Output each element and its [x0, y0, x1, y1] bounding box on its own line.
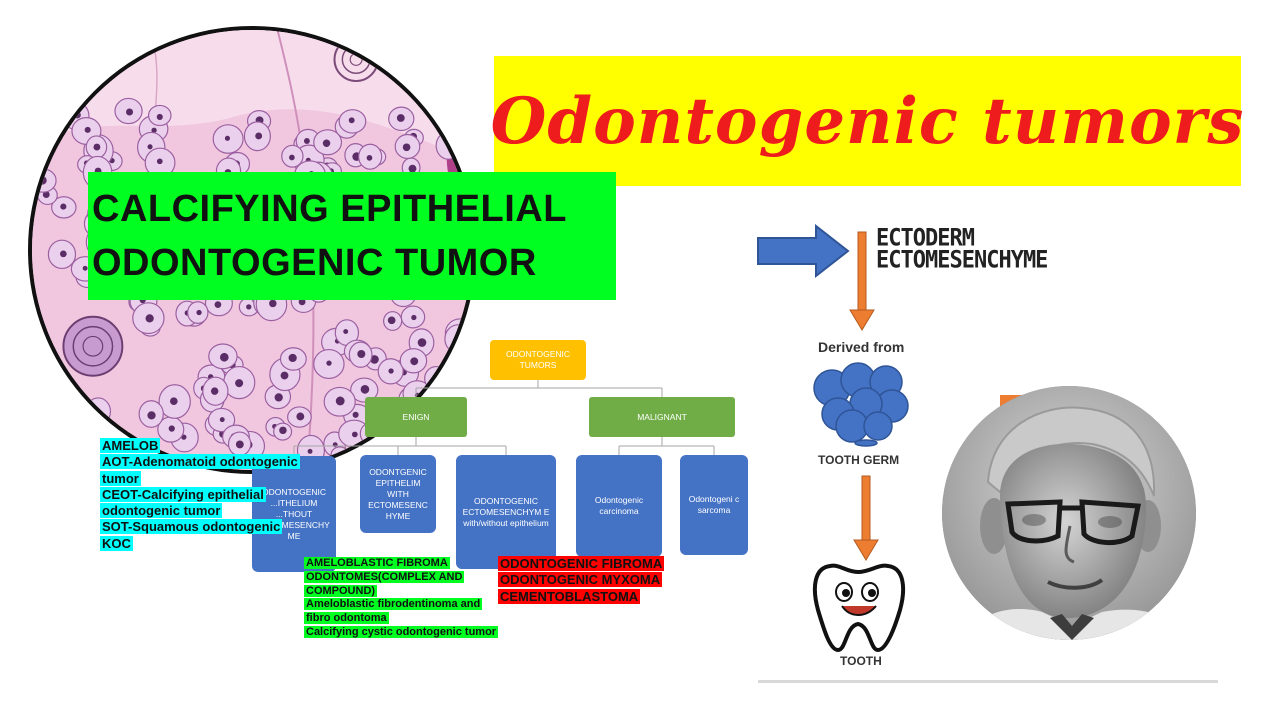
panel-divider — [758, 680, 1218, 683]
chart-node-root: ODONTOGENIC TUMORS — [490, 340, 586, 380]
ectomesenchyme-label: ECTOMESENCHYME — [876, 246, 1048, 275]
tumor-heading-line-2: ODONTOGENIC TUMOR — [92, 242, 537, 284]
tumor-heading-box: CALCIFYING EPITHELIAL ODONTOGENIC TUMOR — [88, 172, 616, 300]
down-arrow-icon — [853, 475, 879, 561]
portrait-image — [942, 386, 1196, 640]
tooth-germ-label: TOOTH GERM — [818, 453, 900, 467]
page-title: Odontogenic tumors — [490, 83, 1245, 159]
list-item: ODONTOGENIC MYXOMA — [498, 572, 663, 588]
chart-node-sarcoma: Odontogeni c sarcoma — [680, 455, 748, 555]
list-item: odontogenic tumor — [100, 503, 223, 518]
list-item: AOT-Adenomatoid odontogenic — [100, 454, 300, 470]
list-item: CEMENTOBLASTOMA — [498, 588, 641, 604]
list-item: Calcifying cystic odontogenic tumor — [304, 625, 499, 638]
list-item: ODONTOMES(COMPLEX AND — [304, 570, 465, 583]
development-flow — [812, 231, 909, 653]
tooth-germ-icon — [813, 362, 909, 447]
chart-node-malignant: MALIGNANT — [589, 397, 735, 437]
list-item: tumor — [100, 470, 141, 486]
list-item: KOC — [100, 535, 133, 551]
list-item: fibro odontoma — [304, 612, 389, 624]
mixed-tumor-list: AMELOBLASTIC FIBROMA ODONTOMES(COMPLEX A… — [304, 557, 499, 640]
ectoderm-label: ECTODERM — [876, 224, 975, 253]
title-banner: Odontogenic tumors — [491, 56, 1243, 186]
epithelial-tumor-list: AMELOB AOT-Adenomatoid odontogenic tumor… — [100, 438, 300, 552]
tumor-heading-line-1: CALCIFYING EPITHELIAL — [92, 188, 567, 230]
chart-node-ectomesenchyme: ODONTOGENIC ECTOMESENCHYM E with/without… — [456, 455, 556, 569]
chart-node-epithelium-without: ODONTOGENIC ...ITHELIUM ...THOUT ECTOMES… — [252, 456, 336, 572]
tooth-icon — [812, 563, 906, 653]
list-item: AMELOB — [100, 438, 161, 453]
right-arrow-icon — [757, 224, 850, 279]
list-item: Ameloblastic fibrodentinoma and — [304, 598, 483, 611]
down-arrow-icon — [849, 231, 875, 331]
chart-node-carcinoma: Odontogenic carcinoma — [576, 455, 662, 557]
list-item: CEOT-Calcifying epithelial — [100, 486, 266, 502]
list-item: SOT-Squamous odontogenic — [100, 519, 283, 535]
chart-node-benign: ENIGN — [365, 397, 467, 437]
mesenchymal-tumor-list: ODONTOGENIC FIBROMA ODONTOGENIC MYXOMA C… — [498, 556, 665, 605]
tooth-label: TOOTH — [840, 654, 882, 668]
list-item: ODONTOGENIC FIBROMA — [498, 556, 665, 571]
derived-from-label: Derived from — [818, 339, 905, 355]
portrait-photo — [942, 386, 1196, 640]
chart-node-epithelium-with: ODONTGENIC EPITHELIM WITH ECTOMESENC HYM… — [360, 455, 436, 533]
list-item: AMELOBLASTIC FIBROMA — [304, 557, 450, 569]
list-item: COMPOUND) — [304, 584, 378, 597]
